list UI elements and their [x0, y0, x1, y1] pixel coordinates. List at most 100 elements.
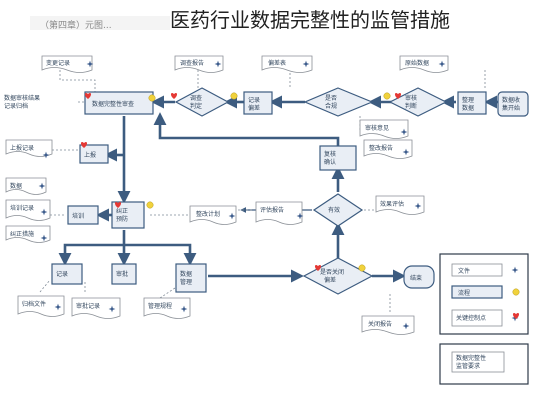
decision-diamond — [174, 87, 230, 117]
svg-text:记录归档: 记录归档 — [4, 102, 28, 110]
svg-text:合规: 合规 — [325, 102, 337, 110]
svg-text:整理: 整理 — [462, 96, 474, 104]
svg-text:流程: 流程 — [458, 289, 470, 297]
star-icon — [296, 212, 304, 220]
svg-text:纠正措施: 纠正措施 — [10, 230, 34, 238]
svg-text:管理: 管理 — [180, 278, 192, 286]
heart-icon — [314, 264, 322, 271]
svg-text:判断: 判断 — [405, 102, 417, 110]
blurred-subtitle: （第四章）元图... — [40, 19, 112, 31]
star-icon — [54, 303, 62, 311]
star-icon — [402, 148, 410, 156]
document-node — [174, 55, 224, 73]
document-node — [375, 195, 425, 215]
process-node — [84, 91, 154, 115]
document-node — [5, 199, 51, 221]
svg-text:整改计划: 整改计划 — [196, 210, 220, 218]
svg-text:确认: 确认 — [324, 158, 336, 166]
svg-text:偏差表: 偏差表 — [268, 59, 286, 67]
svg-text:集开始: 集开始 — [502, 104, 520, 112]
svg-text:数据: 数据 — [180, 270, 192, 278]
svg-text:关键控制点: 关键控制点 — [456, 314, 486, 322]
bulb-icon — [383, 92, 391, 100]
decision-diamond — [388, 87, 448, 117]
svg-text:是否: 是否 — [325, 95, 337, 102]
bulb-icon — [146, 201, 154, 209]
document-node — [361, 315, 415, 335]
svg-text:有效: 有效 — [328, 206, 340, 214]
svg-text:整改报告: 整改报告 — [369, 144, 393, 152]
document-node — [5, 177, 47, 195]
svg-text:数据: 数据 — [10, 182, 22, 190]
document-node — [5, 139, 53, 157]
svg-text:结束: 结束 — [410, 274, 422, 282]
svg-text:数据完整性: 数据完整性 — [456, 354, 486, 362]
star-icon — [511, 266, 519, 274]
document-node — [143, 297, 191, 319]
document-node — [399, 55, 449, 73]
svg-text:上报记录: 上报记录 — [10, 144, 34, 152]
svg-text:管理规程: 管理规程 — [148, 302, 172, 310]
star-icon — [180, 305, 188, 313]
star-icon — [228, 212, 236, 220]
svg-text:原始数据: 原始数据 — [405, 59, 429, 67]
bulb-icon — [230, 92, 238, 100]
svg-text:审核意见: 审核意见 — [365, 124, 389, 132]
svg-text:偏差: 偏差 — [248, 104, 260, 112]
svg-text:评估报告: 评估报告 — [260, 206, 284, 214]
svg-text:调查报告: 调查报告 — [180, 59, 204, 67]
document-node — [359, 119, 409, 139]
document-node — [189, 205, 237, 225]
star-icon — [414, 202, 422, 210]
page-title: 医药行业数据完整性的监管措施 — [170, 8, 450, 32]
star-icon — [214, 60, 222, 68]
process-node — [497, 91, 529, 117]
svg-text:纠正: 纠正 — [116, 208, 128, 215]
svg-text:是否关闭: 是否关闭 — [320, 268, 344, 276]
svg-text:培训: 培训 — [72, 212, 84, 220]
svg-text:记录: 记录 — [248, 96, 260, 104]
document-node — [17, 295, 65, 317]
svg-text:预防: 预防 — [116, 215, 128, 223]
svg-text:效果评估: 效果评估 — [380, 200, 404, 208]
decision-diamond — [303, 87, 374, 117]
svg-text:上报: 上报 — [84, 151, 96, 159]
svg-text:培训记录: 培训记录 — [10, 204, 34, 212]
decision-diamond — [312, 193, 364, 227]
svg-text:监管要求: 监管要求 — [456, 362, 480, 370]
heart-icon — [114, 201, 122, 208]
svg-text:审批记录: 审批记录 — [76, 302, 100, 310]
heart-icon — [512, 312, 520, 319]
svg-text:关闭报告: 关闭报告 — [368, 320, 392, 328]
document-node — [5, 225, 51, 243]
process-node — [111, 263, 137, 285]
heart-icon — [170, 92, 178, 99]
star-icon — [302, 60, 310, 68]
star-icon — [402, 322, 410, 330]
end-terminal — [403, 265, 435, 289]
star-icon — [400, 128, 408, 136]
star-icon — [40, 208, 48, 216]
svg-text:调查: 调查 — [190, 94, 202, 102]
svg-text:判定: 判定 — [190, 102, 202, 110]
star-icon — [108, 305, 116, 313]
svg-text:记录: 记录 — [56, 270, 68, 278]
document-node — [71, 297, 121, 319]
process-node — [175, 263, 207, 293]
svg-text:数据收: 数据收 — [502, 96, 520, 104]
bulb-icon — [358, 264, 366, 272]
svg-text:审核: 审核 — [405, 94, 417, 102]
legend: 文件 流程 关键控制点 — [439, 253, 529, 335]
process-node — [319, 145, 357, 171]
star-icon — [86, 60, 94, 68]
svg-text:数据: 数据 — [462, 104, 474, 112]
process-node — [67, 205, 99, 225]
svg-text:变更记录: 变更记录 — [46, 59, 70, 67]
star-icon — [40, 234, 48, 242]
process-node — [79, 144, 109, 164]
svg-text:归档文件: 归档文件 — [22, 300, 46, 308]
bulb-icon — [512, 288, 520, 296]
document-node — [363, 139, 413, 159]
bulb-icon — [148, 94, 156, 102]
